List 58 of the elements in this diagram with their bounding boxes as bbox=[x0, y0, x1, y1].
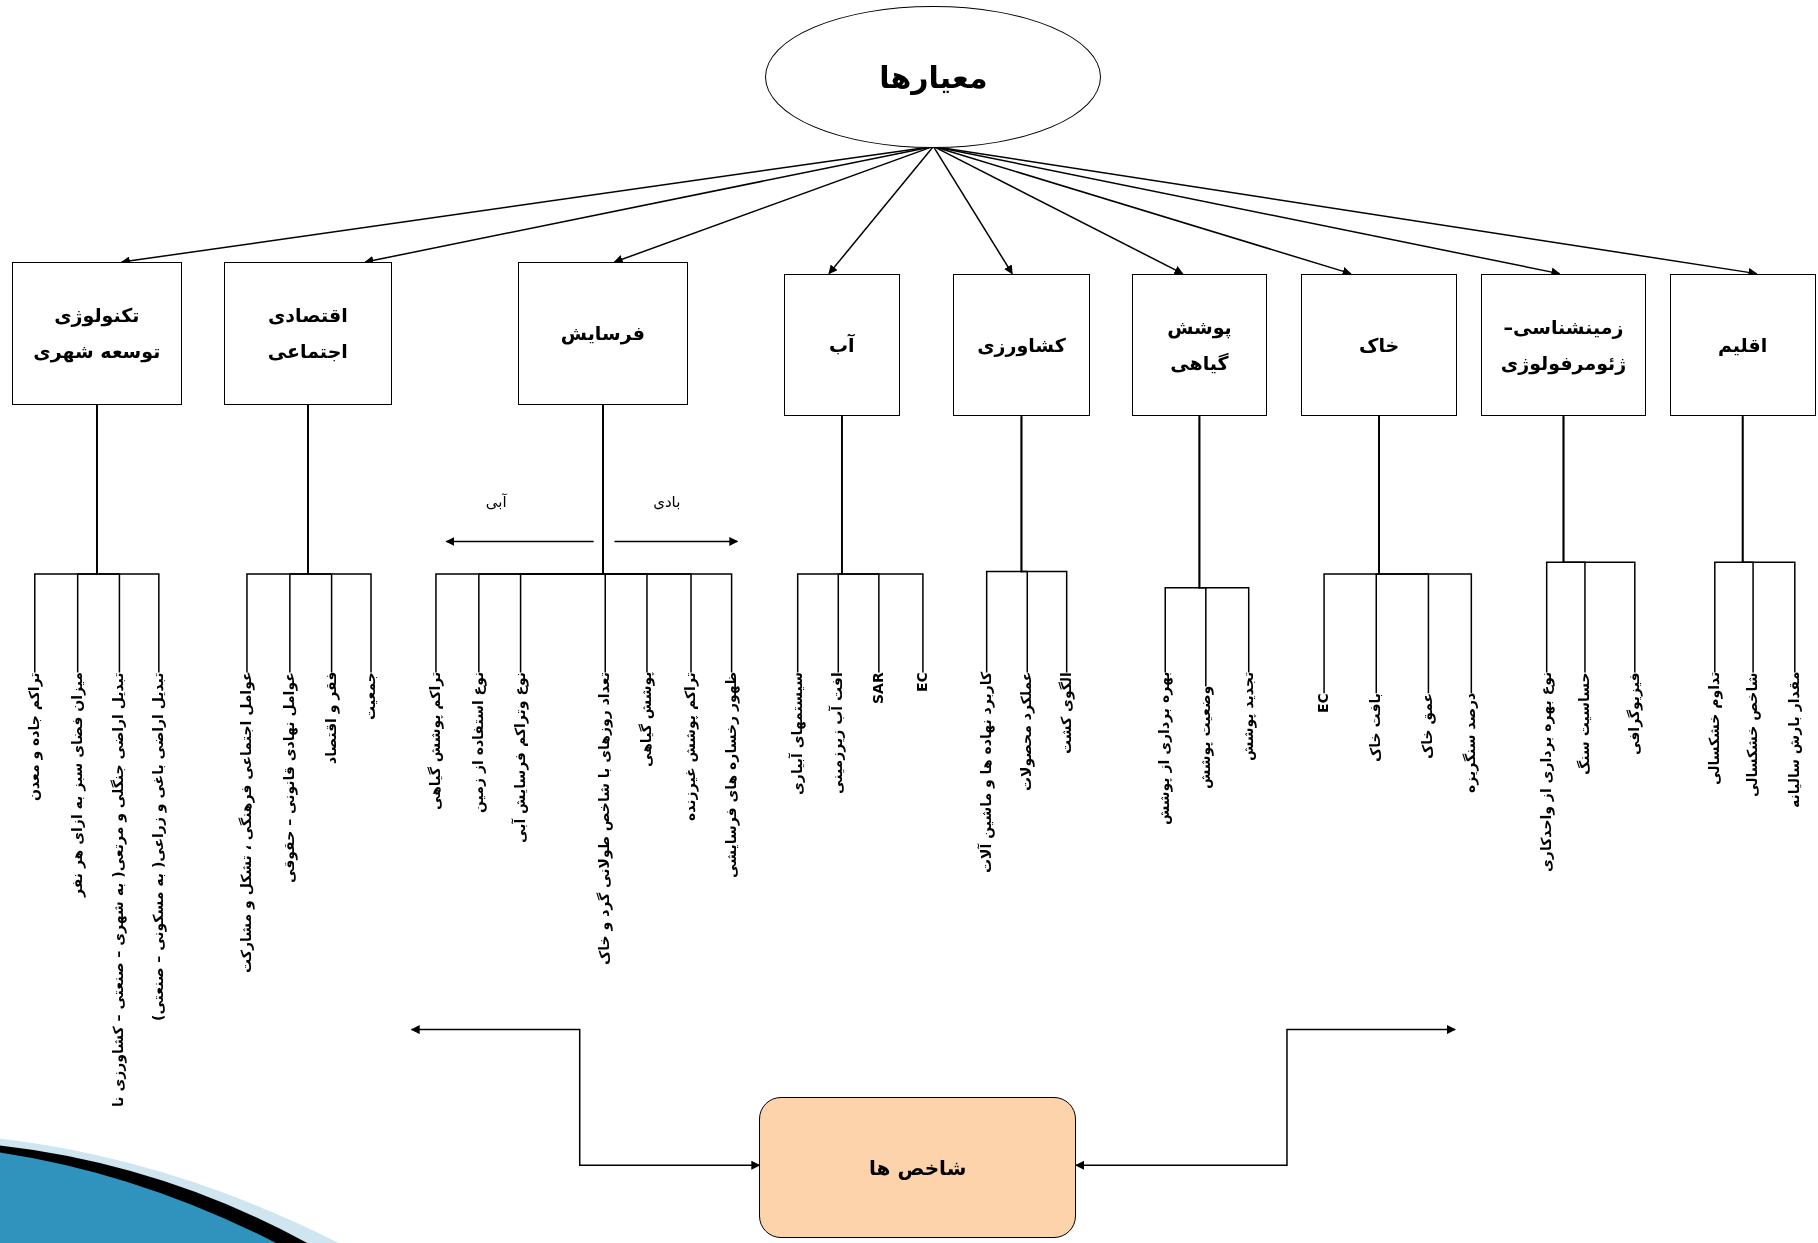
arrow bbox=[1075, 1025, 1456, 1170]
indicator-label: تبدیل اراضی جنگلی و مرتعی( به شهری – صنعتی – کشاورزی نا bbox=[110, 672, 128, 1108]
indicator-label: عمق خاک bbox=[1419, 693, 1437, 760]
indicator-label: نوع استفاده از زمین bbox=[469, 672, 488, 814]
direction-label: آبی bbox=[485, 493, 507, 512]
indicator-label: عوامل اجتماعی فرهنگی ، تشکل و مشارکت bbox=[237, 672, 256, 974]
indicator-label: جمعیت bbox=[362, 672, 380, 721]
indicators-box: شاخص ها bbox=[759, 1096, 1076, 1239]
indicator-label: عملکرد محصولات bbox=[1018, 672, 1036, 792]
indicator-label: تراکم پوشش غیرزنده bbox=[682, 672, 700, 822]
indicator-label: الگوی کشت bbox=[1057, 672, 1076, 755]
category-box: فرسایش bbox=[518, 262, 688, 405]
indicator-label: تعداد روزهای با شاخص طولانی گرد و خاک bbox=[596, 672, 614, 966]
indicator-label: میزان فضای سبز به ازای هر نفر bbox=[68, 672, 87, 898]
indicator-label: عوامل نهادی قانونی – حقوقی bbox=[280, 672, 299, 884]
indicator-label: تراکم جاده و معدن bbox=[25, 672, 44, 802]
indicator-label: ظهور رخساره های فرسایشی bbox=[722, 672, 741, 879]
indicator-label: فقر و اقتصاد bbox=[322, 672, 341, 765]
indicator-label: تجدید پوشش bbox=[1239, 672, 1258, 762]
category-box: آب bbox=[783, 273, 900, 417]
indicator-label: سیستمهای آبیاری bbox=[788, 672, 807, 796]
indicator-label: نوع بهره برداری از واحدکاری bbox=[1537, 672, 1556, 873]
category-box: اقلیم bbox=[1669, 273, 1816, 417]
indicator-label: بافت خاک bbox=[1367, 693, 1385, 763]
arrow bbox=[410, 1025, 761, 1170]
indicator-label: درصد سنگریزه bbox=[1462, 693, 1480, 794]
direction-label: بادی bbox=[653, 493, 681, 512]
indicator-label: پوشش گیاهی bbox=[637, 672, 656, 768]
indicator-label: تداوم خشکسالی bbox=[1705, 672, 1724, 786]
indicator-label: وضعیت پوشش bbox=[1196, 686, 1215, 790]
indicator-label: کاربرد نهاده ها و ماشین آلات bbox=[977, 672, 996, 874]
tree-line bbox=[796, 415, 843, 674]
category-box: خاک bbox=[1300, 273, 1458, 417]
tree-line bbox=[1545, 415, 1565, 674]
indicator-label: تبدیل اراضی باغی و زراعی( به مسکونی – صنعتی) bbox=[149, 672, 168, 1022]
indicator-label: افت آب زیرزمینی bbox=[829, 672, 847, 795]
indicator-label: نوع وتراکم فرسایش آبی bbox=[511, 672, 530, 844]
indicator-label: مقدار بارش سالیانه bbox=[1785, 672, 1804, 809]
category-box: پوشش گیاهی bbox=[1131, 273, 1268, 417]
indicator-label: فیزیوگرافی bbox=[1625, 672, 1644, 756]
indicator-label: بهره برداری از پوشش bbox=[1156, 672, 1174, 826]
category-box: اقتصادی اجتماعی bbox=[223, 262, 392, 405]
category-box: کشاورزی bbox=[953, 273, 1090, 417]
tree-line bbox=[246, 403, 309, 674]
category-box: زمینشناسی– ژئومرفولوژی bbox=[1480, 273, 1647, 417]
indicator-label: SAR bbox=[869, 672, 888, 705]
tree-line bbox=[1323, 415, 1380, 695]
tree-line bbox=[985, 415, 1023, 674]
indicator-label: حساسیت سنگ bbox=[1575, 672, 1594, 776]
indicator-label: EC bbox=[1315, 693, 1333, 714]
indicator-label: تراکم پوشش گیاهی bbox=[426, 672, 445, 811]
indicator-label: شاخص خشکسالی bbox=[1744, 672, 1762, 798]
tree-line bbox=[1714, 415, 1744, 674]
category-box: تکنولوژی توسعه شهری bbox=[11, 262, 183, 405]
criteria-ellipse: معیارها bbox=[765, 5, 1102, 149]
tree-line bbox=[34, 403, 98, 674]
indicator-label: EC bbox=[913, 672, 932, 693]
tree-line bbox=[1164, 415, 1201, 674]
